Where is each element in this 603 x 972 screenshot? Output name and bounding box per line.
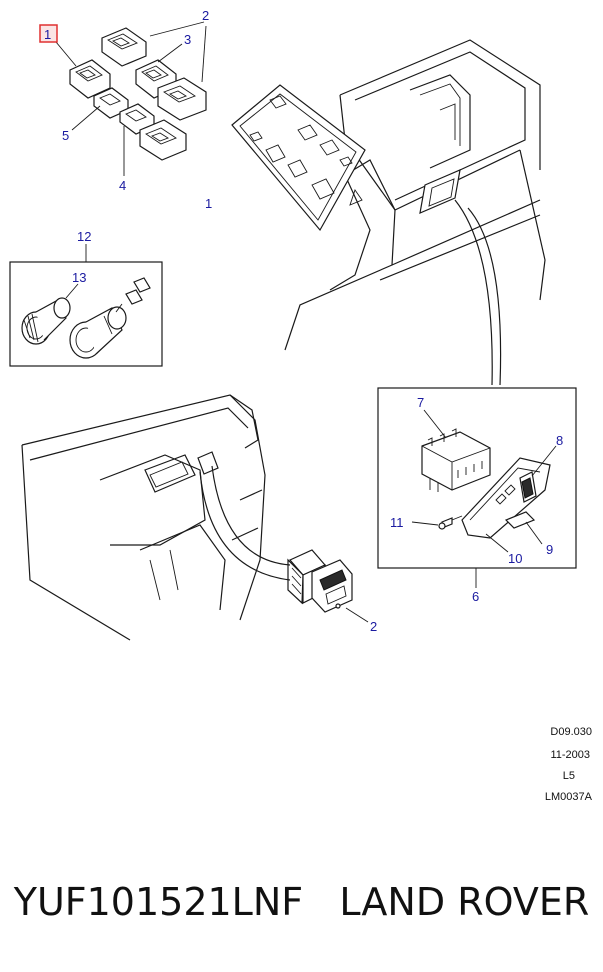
callout-4: 4 (119, 178, 126, 193)
callout-6: 6 (472, 589, 479, 604)
switch-part-bottom (139, 119, 187, 161)
footer-text: YUF101521LNF LAND ROVER (0, 880, 603, 924)
brand-name: LAND ROVER (339, 880, 590, 924)
connector-curve-console (454, 199, 493, 386)
connector-curve-door (199, 471, 291, 581)
switch-part-2b (157, 77, 207, 121)
switch-bezel-panel (231, 84, 366, 232)
callout-2-lower: 2 (370, 619, 377, 634)
ref-date: 11-2003 (550, 749, 590, 761)
callout-12: 12 (77, 229, 91, 244)
window-switch-cluster (69, 27, 207, 161)
centre-console (284, 39, 546, 351)
ref-code: D09.030 (550, 726, 592, 738)
ref-figure: LM0037A (545, 791, 593, 803)
footer-caption: YUF101521LNF LAND ROVER (0, 810, 603, 972)
switch-part-2a (101, 27, 147, 67)
part-number: YUF101521LNF (13, 880, 304, 924)
box-module-6 (377, 387, 577, 569)
diagram-reference-info: D09.030 11-2003 L5 LM0037A (545, 726, 593, 803)
leader-lines (55, 21, 557, 623)
door-trim (21, 394, 266, 641)
callout-3: 3 (184, 32, 191, 47)
switch-part-1 (69, 59, 111, 99)
callout-labels: 1 2 3 5 4 1 12 13 7 8 11 9 10 6 2 (44, 8, 563, 634)
door-switch-assembly (287, 549, 353, 613)
callout-7: 7 (417, 395, 424, 410)
callout-13: 13 (72, 270, 86, 285)
callout-9: 9 (546, 542, 553, 557)
highlight-box-item-1 (39, 24, 58, 43)
callout-10: 10 (508, 551, 522, 566)
callout-11: 11 (390, 515, 404, 530)
ref-level: L5 (563, 770, 575, 782)
parts-diagram: 1 2 3 5 4 1 12 13 7 8 11 9 10 6 2 D09.03… (9, 8, 593, 803)
callout-1-console: 1 (205, 196, 212, 211)
callout-5: 5 (62, 128, 69, 143)
diagram-canvas: 1 2 3 5 4 1 12 13 7 8 11 9 10 6 2 D09.03… (9, 8, 593, 803)
callout-2-top: 2 (202, 8, 209, 23)
callout-1: 1 (44, 27, 51, 42)
callout-8: 8 (556, 433, 563, 448)
